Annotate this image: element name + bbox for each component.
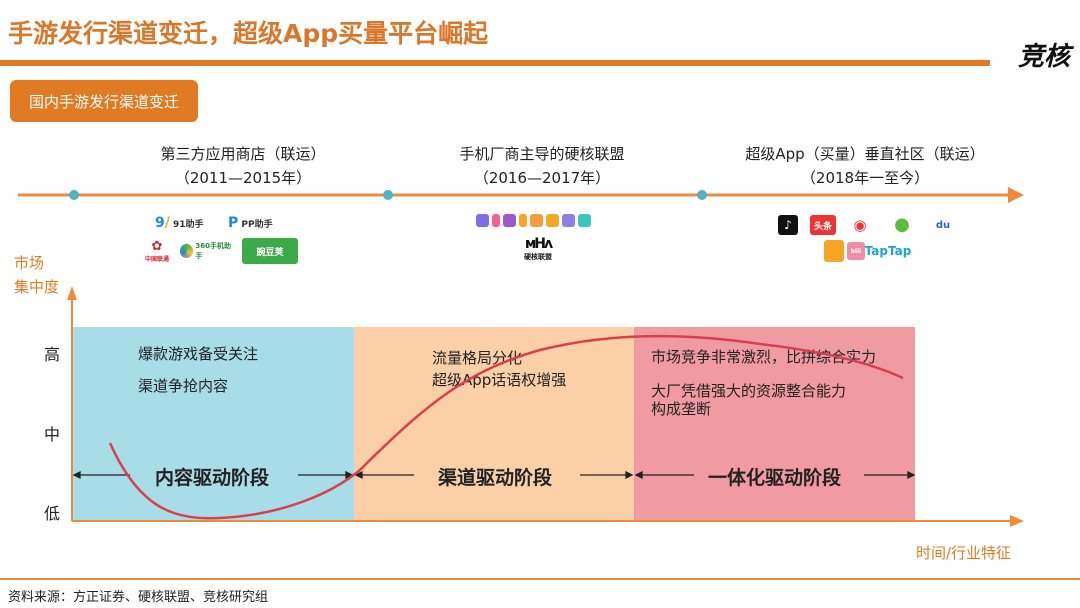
stage-note: 爆款游戏备受关注 — [138, 345, 259, 363]
timeline-dot — [383, 190, 393, 200]
market-concentration-curve — [108, 334, 904, 520]
logo-taptap: TapTap — [864, 244, 912, 258]
era-name: 超级App（买量）垂直社区（联运） — [745, 145, 985, 163]
stage-note: 超级App话语权增强 — [432, 371, 567, 389]
stage-note: 构成垄断 — [651, 400, 712, 418]
logo-360-assistant: 360手机助手 — [180, 238, 236, 264]
era-period: （2011—2015年） — [174, 169, 312, 187]
level-mid: 中 — [44, 425, 61, 444]
era-period: （2018年一至今） — [800, 169, 930, 187]
stage-note: 大厂凭借强大的资源整合能力 — [651, 382, 847, 400]
timeline-dot — [69, 190, 79, 200]
level-high: 高 — [44, 345, 61, 364]
era-name: 第三方应用商店（联运） — [160, 145, 326, 163]
header-divider — [0, 60, 990, 66]
timeline-arrow — [18, 187, 1024, 203]
stage-panel-channel — [354, 327, 634, 521]
footer-divider — [0, 578, 1080, 580]
y-label-line1: 市场 — [14, 254, 45, 272]
vendor-logos — [476, 214, 591, 227]
era-period: （2016—2017年） — [473, 169, 611, 187]
x-axis-label: 时间/行业特征 — [916, 544, 1012, 562]
logo-weibo: ◉ — [853, 216, 867, 234]
stage-panel-integrated — [634, 327, 915, 521]
stage-note: 流量格局分化 — [432, 349, 523, 367]
y-axis-arrowhead — [67, 286, 77, 300]
timeline-dot — [697, 190, 707, 200]
stage-arrows — [72, 470, 916, 480]
era-2: 手机厂商主导的硬核联盟 （2016—2017年） — [402, 142, 682, 190]
stage-note: 渠道争抢内容 — [138, 377, 229, 395]
y-axis-label: 市场 集中度 — [14, 251, 59, 299]
x-axis-arrowhead — [1010, 515, 1024, 527]
source-note: 资料来源：方正证券、硬核联盟、竞核研究组 — [8, 590, 269, 605]
level-low: 低 — [44, 504, 61, 523]
era-name: 手机厂商主导的硬核联盟 — [459, 145, 625, 163]
logo-kuaikan — [824, 240, 844, 262]
y-label-line2: 集中度 — [14, 278, 60, 296]
logo-douyin: ♪ — [778, 215, 798, 235]
logo-pp-assistant: P PP助手 — [228, 215, 273, 231]
logo-baidu: du — [935, 219, 951, 231]
stage-label-channel: 渠道驱动阶段 — [438, 467, 553, 489]
brand-logo: 竞核 — [1017, 42, 1070, 72]
page-title: 手游发行渠道变迁，超级App买量平台崛起 — [8, 19, 489, 48]
stage-label-content: 内容驱动阶段 — [155, 467, 270, 489]
logo-wandoujia: 豌豆荚 — [242, 238, 298, 264]
logo-toutiao: 头条 — [810, 215, 836, 235]
logo-91-assistant: 9/ 91助手 — [155, 215, 204, 231]
logo-wechat: ● — [894, 213, 910, 235]
logo-bilibili: bili — [847, 242, 865, 260]
stage-panel-content — [73, 327, 354, 521]
logo-china-unicom: ✿中国联通 — [144, 239, 169, 263]
section-tag: 国内手游发行渠道变迁 — [10, 80, 198, 122]
era-3: 超级App（买量）垂直社区（联运） （2018年一至今） — [720, 142, 1010, 190]
era-1: 第三方应用商店（联运） （2011—2015年） — [103, 142, 383, 190]
stage-label-integrated: 一体化驱动阶段 — [708, 467, 842, 489]
